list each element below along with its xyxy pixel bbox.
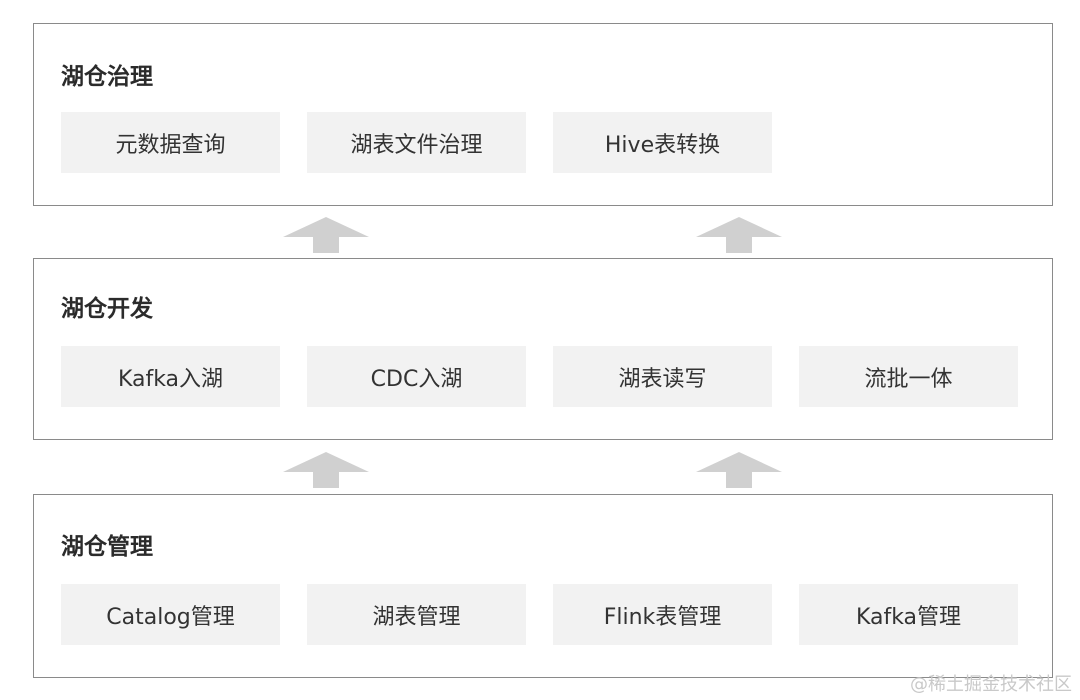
tile-metadata-query: 元数据查询: [61, 112, 280, 173]
layer-title: 湖仓治理: [61, 64, 153, 90]
up-arrow-icon: [696, 217, 782, 253]
layer-lake-governance: 湖仓治理 元数据查询 湖表文件治理 Hive表转换: [33, 23, 1053, 206]
up-arrow-icon: [696, 452, 782, 488]
watermark: @稀土掘金技术社区: [910, 674, 1072, 695]
tile-kafka-management: Kafka管理: [799, 584, 1018, 645]
layer-title: 湖仓管理: [61, 534, 153, 560]
tile-lake-table-read-write: 湖表读写: [553, 346, 772, 407]
layer-items: 元数据查询 湖表文件治理 Hive表转换: [61, 112, 772, 173]
tile-stream-batch-unified: 流批一体: [799, 346, 1018, 407]
layer-lake-development: 湖仓开发 Kafka入湖 CDC入湖 湖表读写 流批一体: [33, 258, 1053, 440]
up-arrow-icon: [283, 452, 369, 488]
tile-catalog-management: Catalog管理: [61, 584, 280, 645]
layer-items: Catalog管理 湖表管理 Flink表管理 Kafka管理: [61, 584, 1018, 645]
tile-kafka-ingest: Kafka入湖: [61, 346, 280, 407]
tile-cdc-ingest: CDC入湖: [307, 346, 526, 407]
tile-flink-table-management: Flink表管理: [553, 584, 772, 645]
up-arrow-icon: [283, 217, 369, 253]
layer-items: Kafka入湖 CDC入湖 湖表读写 流批一体: [61, 346, 1018, 407]
tile-lake-table-file-governance: 湖表文件治理: [307, 112, 526, 173]
layer-lake-management: 湖仓管理 Catalog管理 湖表管理 Flink表管理 Kafka管理: [33, 494, 1053, 678]
tile-lake-table-management: 湖表管理: [307, 584, 526, 645]
layer-title: 湖仓开发: [61, 296, 153, 322]
tile-hive-table-conversion: Hive表转换: [553, 112, 772, 173]
